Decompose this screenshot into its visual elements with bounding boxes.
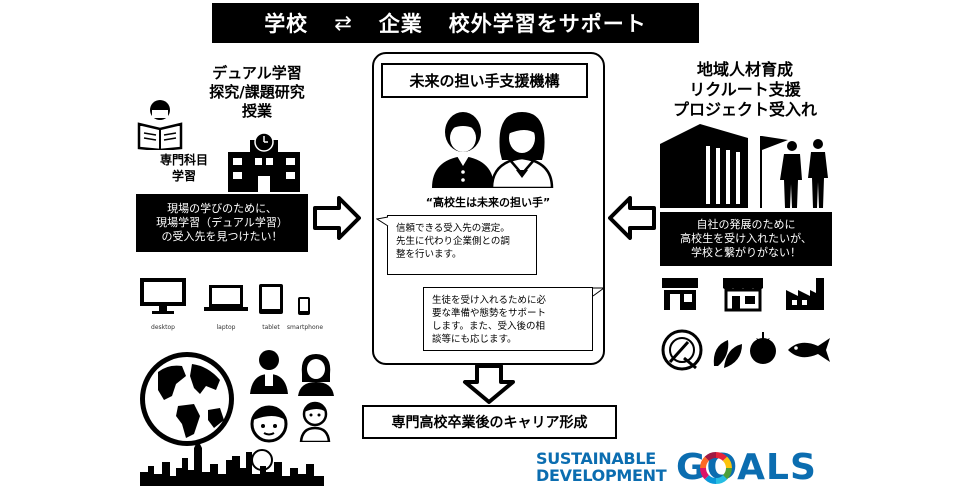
banner-company: 企業 [378, 12, 423, 36]
desktop-icon [140, 278, 186, 314]
speech-bubble-selection: 信頼できる受入先の選定。 先生に代わり企業側との調 整を行います。 [387, 215, 537, 275]
device-label: tablet [262, 324, 280, 331]
right-title-line: 地域人材育成 [696, 60, 793, 79]
left-need-line: 現場学習（デュアル学習） [156, 216, 288, 229]
bubble-tail [376, 216, 389, 227]
subject-line: 専門科目 [159, 153, 208, 167]
device-label: desktop [151, 324, 175, 331]
fish-icon [788, 338, 830, 362]
bubble-line: 要な準備や態勢をサポート [432, 308, 547, 319]
left-title-line: 授業 [241, 102, 272, 120]
store-icon [723, 278, 763, 312]
sdg-line1: SUSTAINABLE [536, 449, 656, 468]
career-formation-box: 専門高校卒業後のキャリア形成 [362, 405, 617, 439]
banner-support: 校外学習をサポート [448, 12, 647, 36]
right-need-line: 高校生を受け入れたいが、 [680, 232, 812, 245]
child-face-icon [250, 405, 288, 443]
left-need-line: の受入先を見つけたい！ [161, 230, 283, 243]
device-label: smartphone [286, 324, 324, 331]
left-need-box: 現場の学びのために、 現場学習（デュアル学習） の受入先を見つけたい！ [136, 194, 308, 252]
bubble-line: 先生に代わり企業側との調 [396, 236, 510, 247]
factory-icon [786, 278, 824, 310]
banner-arrows: ⇄ [334, 11, 353, 35]
right-title-line: プロジェクト受入れ [672, 100, 817, 119]
organization-title: 未来の担い手支援機構 [381, 63, 588, 98]
bubble-line: 整を行います。 [396, 249, 462, 260]
right-need-box: 自社の発展のために 高校生を受け入れたいが、 学校と繋がりがない！ [660, 212, 832, 266]
subject-label: 専門科目 学習 [148, 152, 220, 184]
arrow-left-icon [608, 196, 656, 240]
bubble-line: 生徒を受け入れるために必 [432, 295, 547, 306]
students-caption: “高校生は未来の担い手” [425, 196, 551, 209]
sdg-color-wheel-icon [700, 452, 732, 484]
city-skyline-icon [140, 440, 324, 486]
bubble-line: 談等にも応じます。 [432, 334, 517, 345]
left-need-line: 現場の学びのために、 [167, 202, 277, 215]
restaurant-plate-icon [661, 329, 703, 371]
right-title-line: リクルート支援 [689, 80, 801, 99]
person-man-icon [250, 350, 288, 394]
shop-icon [662, 278, 698, 310]
speech-bubble-support: 生徒を受け入れるために必 要な準備や態勢をサポート します。また、受入後の相 談… [423, 287, 593, 351]
left-title-line: デュアル学習 [212, 64, 302, 82]
laptop-icon [204, 285, 248, 311]
reading-student-icon [137, 100, 183, 150]
subject-line: 学習 [171, 169, 196, 183]
tomato-icon [750, 332, 776, 364]
person-woman-icon [298, 354, 334, 396]
device-label: laptop [216, 324, 236, 331]
female-student-icon [490, 112, 554, 188]
smartphone-icon [298, 297, 310, 315]
right-title: 地域人材育成 リクルート支援 プロジェクト受入れ [650, 60, 840, 120]
arrow-down-icon [463, 364, 515, 404]
business-people-icon [760, 136, 828, 208]
male-student-icon [432, 112, 494, 188]
bubble-tail [592, 287, 605, 297]
bubble-line: します。また、受入後の相 [432, 321, 546, 332]
banner-school: 学校 [264, 12, 309, 36]
top-banner: 学校 ⇄ 企業 校外学習をサポート [212, 3, 699, 43]
arrow-right-icon [313, 196, 361, 240]
bubble-line: 信頼できる受入先の選定。 [396, 223, 510, 234]
left-title-line: 探究/課題研究 [209, 83, 305, 101]
student-face-icon [299, 401, 331, 442]
tablet-icon [259, 284, 283, 314]
school-building-icon [228, 132, 300, 192]
sdg-goals-word: GOALS [676, 447, 817, 488]
right-need-line: 自社の発展のために [696, 218, 796, 231]
sdg-text: SUSTAINABLE DEVELOPMENT [536, 449, 667, 485]
right-need-line: 学校と繋がりがない！ [691, 246, 801, 259]
office-building-icon [660, 124, 748, 208]
left-title: デュアル学習 探究/課題研究 授業 [182, 64, 332, 121]
sdg-line2: DEVELOPMENT [536, 466, 667, 485]
vegetable-leaf-icon [713, 340, 742, 368]
globe-icon [140, 352, 234, 446]
